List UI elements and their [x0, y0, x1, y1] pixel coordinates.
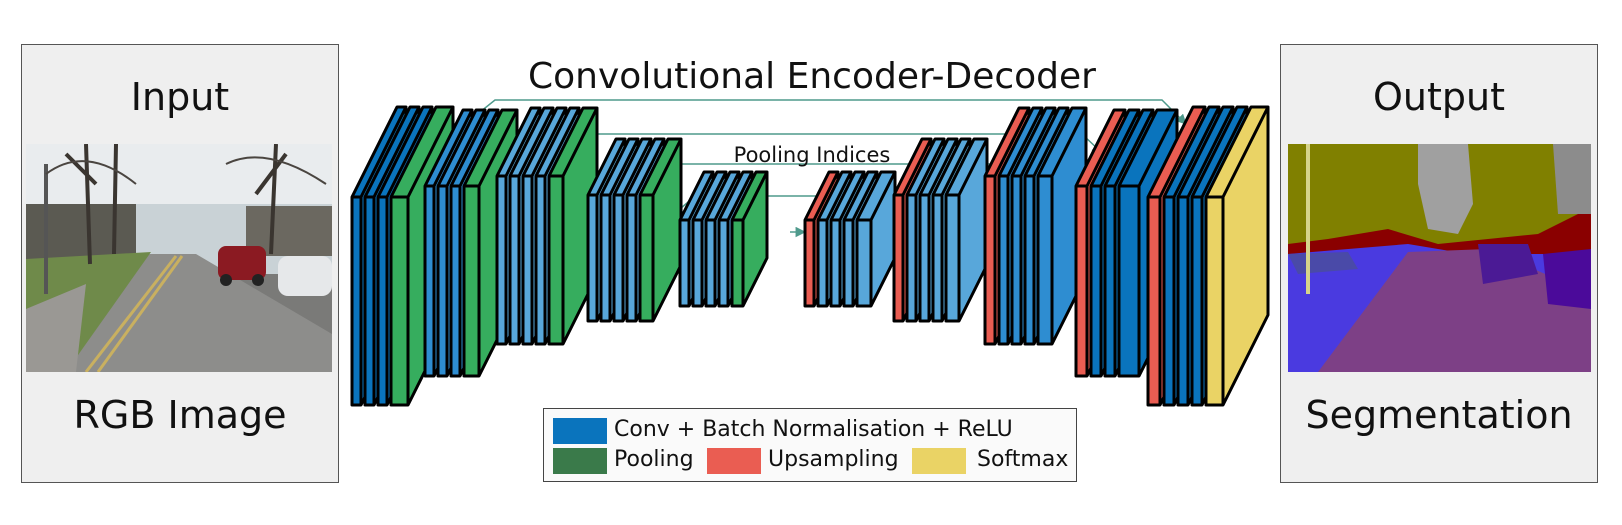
- legend-swatch-softmax: [912, 448, 966, 474]
- legend-swatch-conv: [553, 418, 607, 444]
- legend-swatch-pooling: [553, 448, 607, 474]
- legend-swatch-upsampling: [707, 448, 761, 474]
- legend-label-softmax: Softmax: [977, 447, 1069, 472]
- input-heading: Input: [130, 75, 230, 119]
- legend: Conv + Batch Normalisation + ReLU Poolin…: [543, 408, 1077, 482]
- input-panel: Input RGB Image: [21, 44, 339, 483]
- output-heading: Output: [1373, 75, 1505, 119]
- segmentation-map: [1288, 144, 1591, 372]
- layer-blocks: [350, 105, 1270, 407]
- input-caption: RGB Image: [73, 393, 287, 437]
- output-panel: Output Segmentation: [1280, 44, 1598, 483]
- output-caption: Segmentation: [1305, 393, 1573, 437]
- street-photo: [26, 144, 332, 372]
- diagram-title: Convolutional Encoder-Decoder: [528, 56, 1096, 97]
- legend-label-conv: Conv + Batch Normalisation + ReLU: [614, 417, 1013, 442]
- pooling-indices-label: Pooling Indices: [734, 143, 891, 167]
- legend-label-upsampling: Upsampling: [768, 447, 899, 472]
- legend-label-pooling: Pooling: [614, 447, 694, 472]
- encoder-5-pooling: [730, 170, 769, 308]
- softmax-layer: [1204, 105, 1270, 407]
